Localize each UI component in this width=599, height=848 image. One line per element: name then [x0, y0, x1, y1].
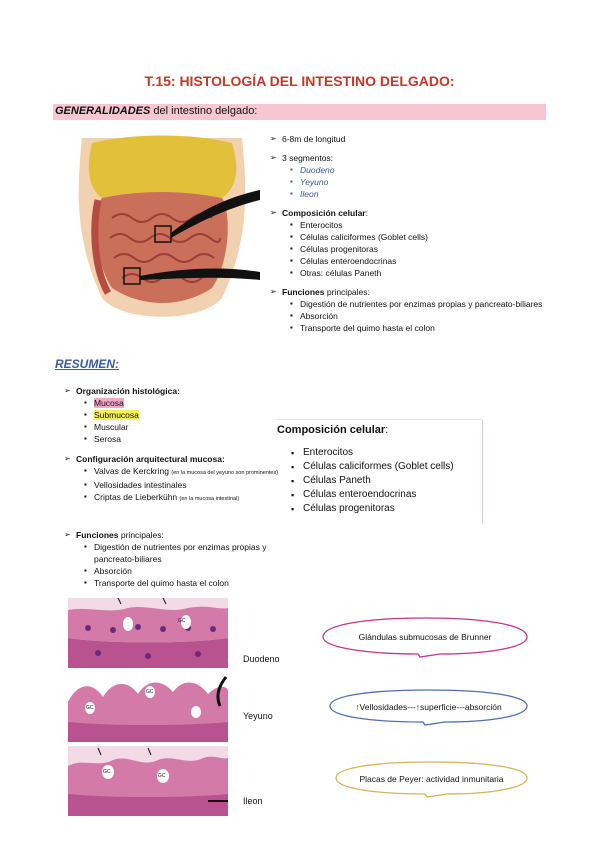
organizacion-list: Mucosa Submucosa Muscular Serosa	[82, 397, 304, 445]
generalidades-heading: GENERALIDADES del intestino delgado:	[55, 105, 257, 117]
list-item: Mucosa	[82, 397, 304, 409]
list-item: Absorción	[288, 310, 570, 322]
longitud-item: 6-8m de longitud	[270, 133, 570, 145]
composicion-box: Composición celular: Enterocitos Células…	[275, 419, 483, 524]
bubble-peyer-text: Placas de Peyer: actividad inmunitaria	[359, 774, 504, 784]
list-item: Células enteroendocrinas	[288, 255, 570, 267]
resumen-funciones-list: Digestión de nutrientes por enzimas prop…	[82, 541, 294, 589]
composicion-item: Composición celular:	[270, 207, 570, 219]
list-item: Otras: células Paneth	[288, 267, 570, 279]
micrograph-yeyuno: GC GC	[68, 672, 228, 742]
gc-mark: GC	[146, 689, 154, 695]
funciones-item: Funciones principales:	[270, 286, 570, 298]
list-item: Células caliciformes (Goblet cells)	[289, 460, 482, 474]
layer-muscular: Muscular	[82, 421, 304, 433]
segment-ileon: Ileon	[288, 188, 570, 200]
organizacion-item: Organización histológica:	[64, 385, 304, 397]
bubble-brunner: Glándulas submucosas de Brunner	[320, 616, 530, 658]
segment-yeyuno: Yeyuno	[288, 176, 570, 188]
segmentos-list: Duodeno Yeyuno Ileon	[288, 164, 570, 200]
gc-mark: GC	[158, 773, 166, 779]
list-item: Criptas de Lieberkühn (en la mucosa inte…	[82, 491, 304, 505]
bubble-vellosidades-text: ↑Vellosidades---↑superficie---absorción	[355, 702, 502, 712]
bubble-brunner-text: Glándulas submucosas de Brunner	[358, 632, 492, 642]
bubble-shape	[322, 617, 528, 658]
list-item: Digestión de nutrientes por enzimas prop…	[288, 298, 570, 310]
list-item: Digestión de nutrientes por enzimas prop…	[82, 541, 294, 565]
list-item: Vellosidades intestinales	[82, 479, 304, 491]
list-item: Células progenitoras	[289, 502, 482, 516]
segmentos-item: 3 segmentos:	[270, 152, 570, 164]
configuracion-list: Valvas de Kerckring (en la mucosa del ye…	[82, 465, 304, 505]
list-item: Valvas de Kerckring (en la mucosa del ye…	[82, 465, 304, 479]
generalidades-bold: GENERALIDADES	[55, 105, 151, 117]
generalidades-rest: del intestino delgado:	[150, 105, 258, 117]
list-item: Enterocitos	[289, 446, 482, 460]
configuracion-item: Configuración arquitectural mucosa:	[64, 453, 304, 465]
layer-mucosa: Mucosa	[94, 398, 124, 408]
micro-label-duodeno: Duodeno	[243, 654, 280, 664]
intestine-illustration	[78, 135, 260, 317]
micrograph-ileon: GC GC	[68, 746, 228, 816]
bubble-peyer: Placas de Peyer: actividad inmunitaria	[333, 760, 530, 798]
composicion-box-title: Composición celular:	[277, 424, 389, 436]
gc-mark: GC	[86, 705, 94, 711]
list-item: Células caliciformes (Goblet cells)	[288, 231, 570, 243]
micro-label-yeyuno: Yeyuno	[243, 711, 273, 721]
segment-duodeno: Duodeno	[288, 164, 570, 176]
bubble-shape	[335, 761, 528, 798]
gc-mark: GC	[178, 618, 186, 624]
resumen-list: Organización histológica: Mucosa Submuco…	[64, 385, 304, 513]
micro-label-ileon: Ileon	[243, 796, 263, 806]
list-item: Absorción	[82, 565, 294, 577]
composicion-box-list: Enterocitos Células caliciformes (Goblet…	[289, 446, 482, 516]
generalidades-band	[53, 104, 546, 120]
list-item: Transporte del quimo hasta el colon	[288, 322, 570, 334]
resumen-funciones: Funciones principales: Digestión de nutr…	[64, 529, 294, 589]
micrograph-duodeno: GC	[68, 598, 228, 668]
bubble-vellosidades: ↑Vellosidades---↑superficie---absorción	[327, 688, 530, 726]
list-item: Células enteroendocrinas	[289, 488, 482, 502]
list-item: Células Paneth	[289, 474, 482, 488]
bubble-shape	[329, 689, 528, 726]
composicion-list: Enterocitos Células caliciformes (Goblet…	[288, 219, 570, 279]
gc-mark: GC	[103, 769, 111, 775]
page-title: T.15: HISTOLOGÍA DEL INTESTINO DELGADO:	[144, 73, 455, 89]
resumen-heading: RESUMEN:	[55, 357, 120, 371]
layer-serosa: Serosa	[82, 433, 304, 445]
list-item: Células progenitoras	[288, 243, 570, 255]
funciones-item: Funciones principales:	[64, 529, 294, 541]
layer-submucosa: Submucosa	[94, 410, 139, 420]
list-item: Enterocitos	[288, 219, 570, 231]
funciones-list: Digestión de nutrientes por enzimas prop…	[288, 298, 570, 334]
list-item: Submucosa	[82, 409, 304, 421]
generalidades-list: 6-8m de longitud 3 segmentos: Duodeno Ye…	[270, 133, 570, 341]
list-item: Transporte del quimo hasta el colon	[82, 577, 294, 589]
